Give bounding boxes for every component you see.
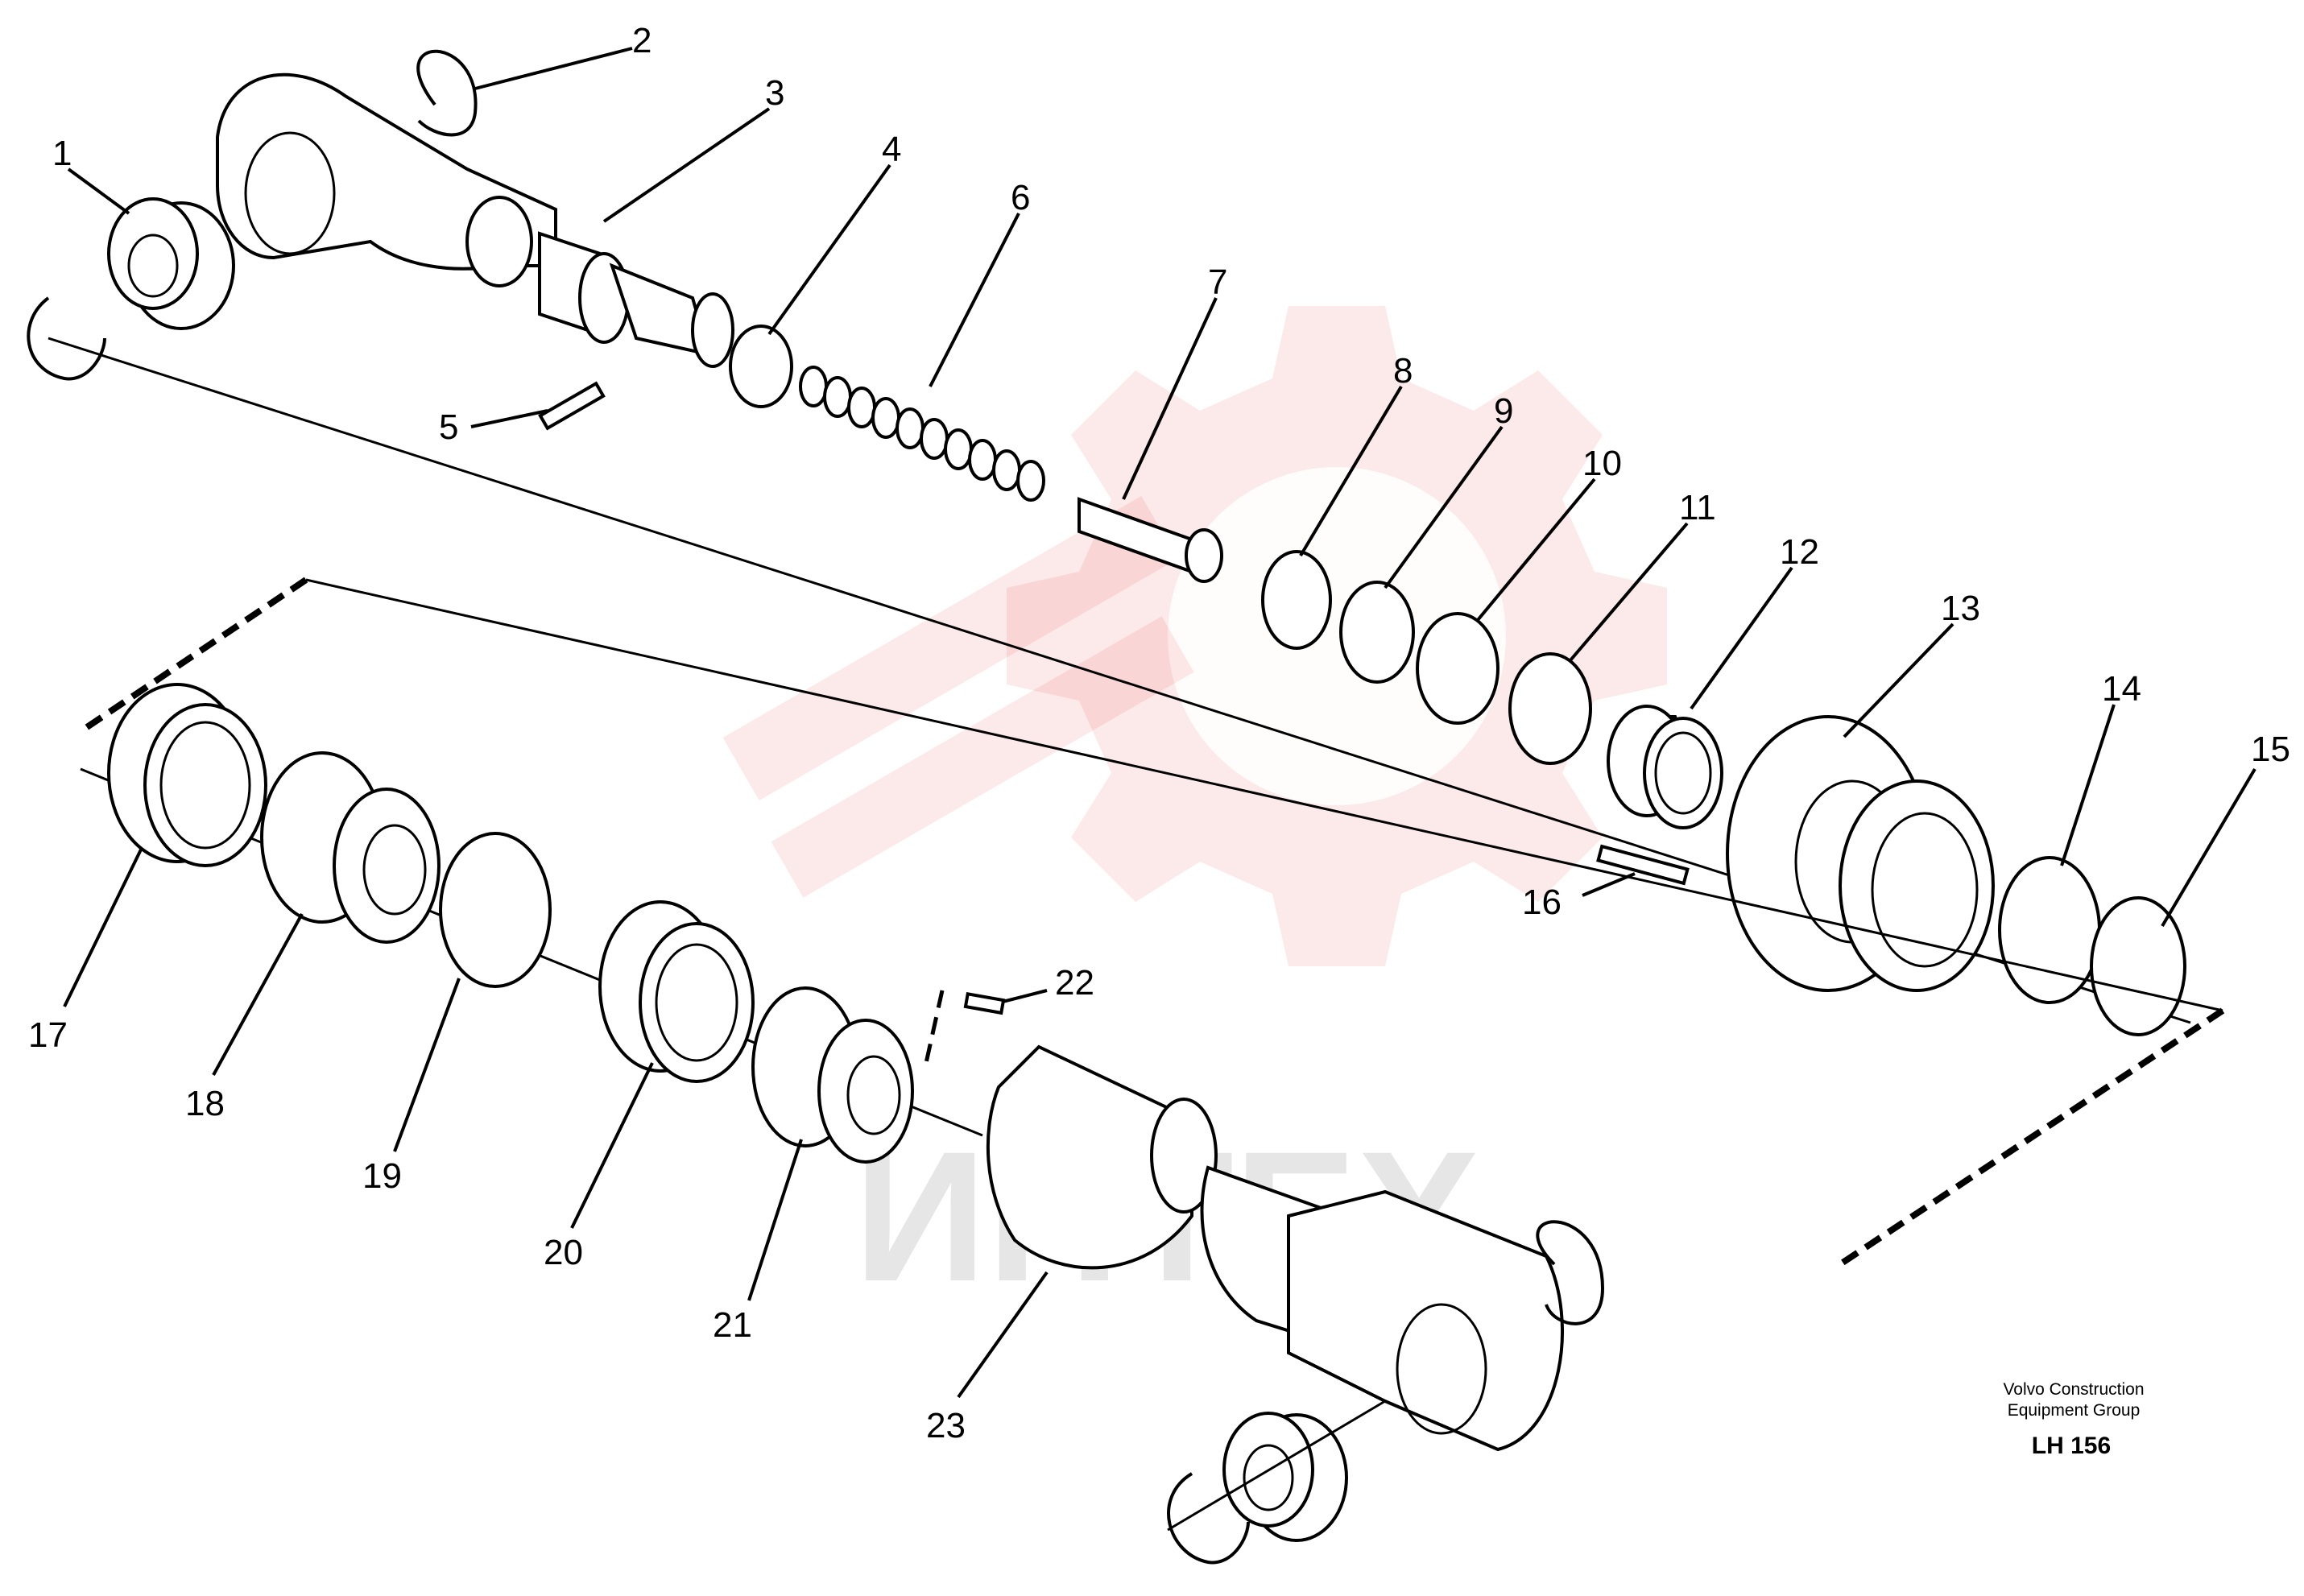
pin-part-5 [538,381,606,431]
callout-10: 10 [1582,444,1622,483]
circlip-part-15 [2090,896,2186,1036]
circlip-part-2 [416,49,478,137]
bushing-part-17 [107,683,267,867]
callout-9: 9 [1494,391,1513,431]
piston-part-21 [751,986,914,1164]
seal-part-8 [1261,550,1332,650]
callout-23: 23 [926,1406,966,1445]
callout-8: 8 [1393,351,1413,391]
callout-4: 4 [882,130,901,169]
drawing-code: LH 156 [2032,1433,2111,1459]
callout-16: 16 [1522,883,1562,922]
callout-1: 1 [52,134,72,173]
callout-2: 2 [632,21,651,60]
frame-dash-right [1838,1007,2225,1267]
callout-13: 13 [1941,589,1980,628]
circlip-left-top [27,296,106,381]
callout-18: 18 [185,1084,225,1123]
cylinder-tube-part-23 [986,1044,1564,1452]
callout-17: 17 [28,1015,68,1055]
bushing-part-20 [598,900,755,1083]
callout-numbers: 1 2 3 4 5 6 7 8 9 10 11 12 13 14 15 16 1… [28,21,2290,1445]
frame-top-line [305,578,2223,1012]
circlip-lower-right [1536,1220,1605,1325]
callout-6: 6 [1011,178,1030,217]
rod-eye-housing [216,72,557,287]
ring-part-11 [1508,652,1592,765]
frame-dash-left [82,577,308,732]
screw-dashed-connector [924,990,945,1064]
callout-3: 3 [765,73,784,113]
callout-11: 11 [1679,488,1716,527]
callout-5: 5 [439,407,458,447]
setscrew-part-22 [963,991,1006,1015]
bearing-lower [1222,1412,1348,1542]
screw-part-16 [1596,844,1690,886]
callout-20: 20 [544,1233,583,1272]
watermark-gear-logo [722,306,1667,966]
callout-15: 15 [2251,730,2290,769]
piston-part-18 [260,751,441,944]
ring-part-4 [729,325,793,408]
cylinder-head-part-13 [1726,715,1995,992]
callout-7: 7 [1208,263,1227,302]
shaft-part-7 [1078,497,1223,583]
callout-19: 19 [362,1156,402,1196]
piston-rod-part-3 [538,231,734,368]
seal-part-9 [1339,581,1415,684]
lower-eye-axis [1167,1400,1386,1532]
seal-part-19 [439,832,552,988]
spring-part-6 [799,366,1045,502]
bushing-part-12 [1607,705,1723,829]
bearing-part-1 [107,197,235,330]
ring-part-10 [1416,612,1499,725]
credit-line-1: Volvo Construction [2003,1380,2144,1399]
circlip-lower-left [1167,1472,1250,1565]
credit-line-2: Equipment Group [2008,1401,2141,1420]
callout-14: 14 [2102,669,2141,709]
callout-22: 22 [1055,963,1094,1003]
leader-lines [63,47,2256,1399]
callout-12: 12 [1780,532,1819,572]
callout-21: 21 [713,1305,752,1345]
ring-part-14 [1998,856,2101,1004]
